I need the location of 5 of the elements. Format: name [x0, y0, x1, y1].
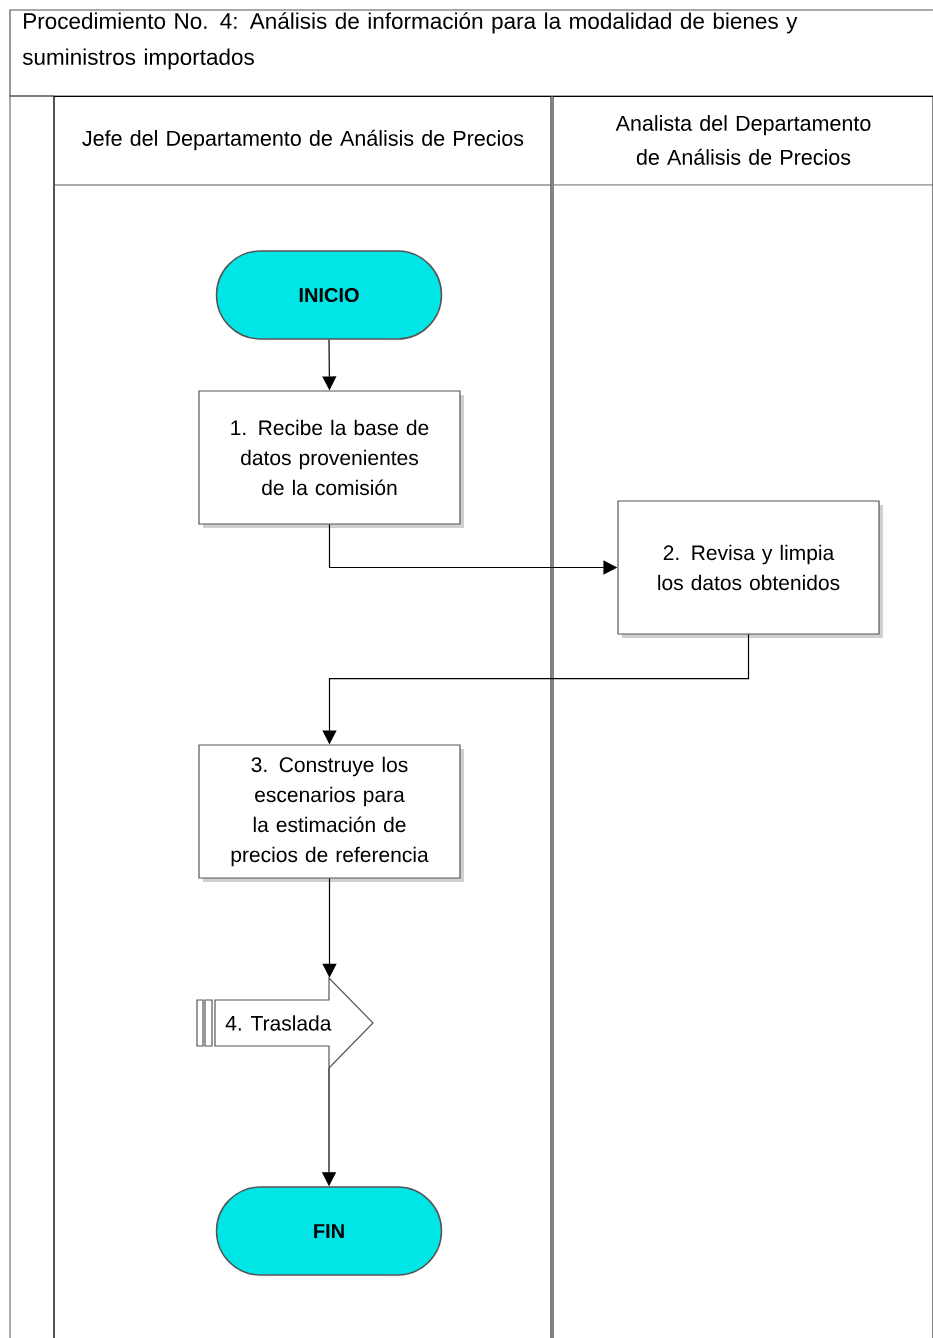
title-box: Procedimiento No. 4: Análisis de información para la modalidad de bienes y suministros importados [9, 9, 933, 97]
process-box: 3. Construye los escenarios para la estimación de precios de referencia [198, 744, 464, 882]
process-box: 2. Revisa y limpia los datos obtenidos [617, 500, 883, 638]
process-box: 1. Recibe la base de datos provenientes de la comisión [198, 390, 464, 528]
arrow [322, 878, 337, 978]
